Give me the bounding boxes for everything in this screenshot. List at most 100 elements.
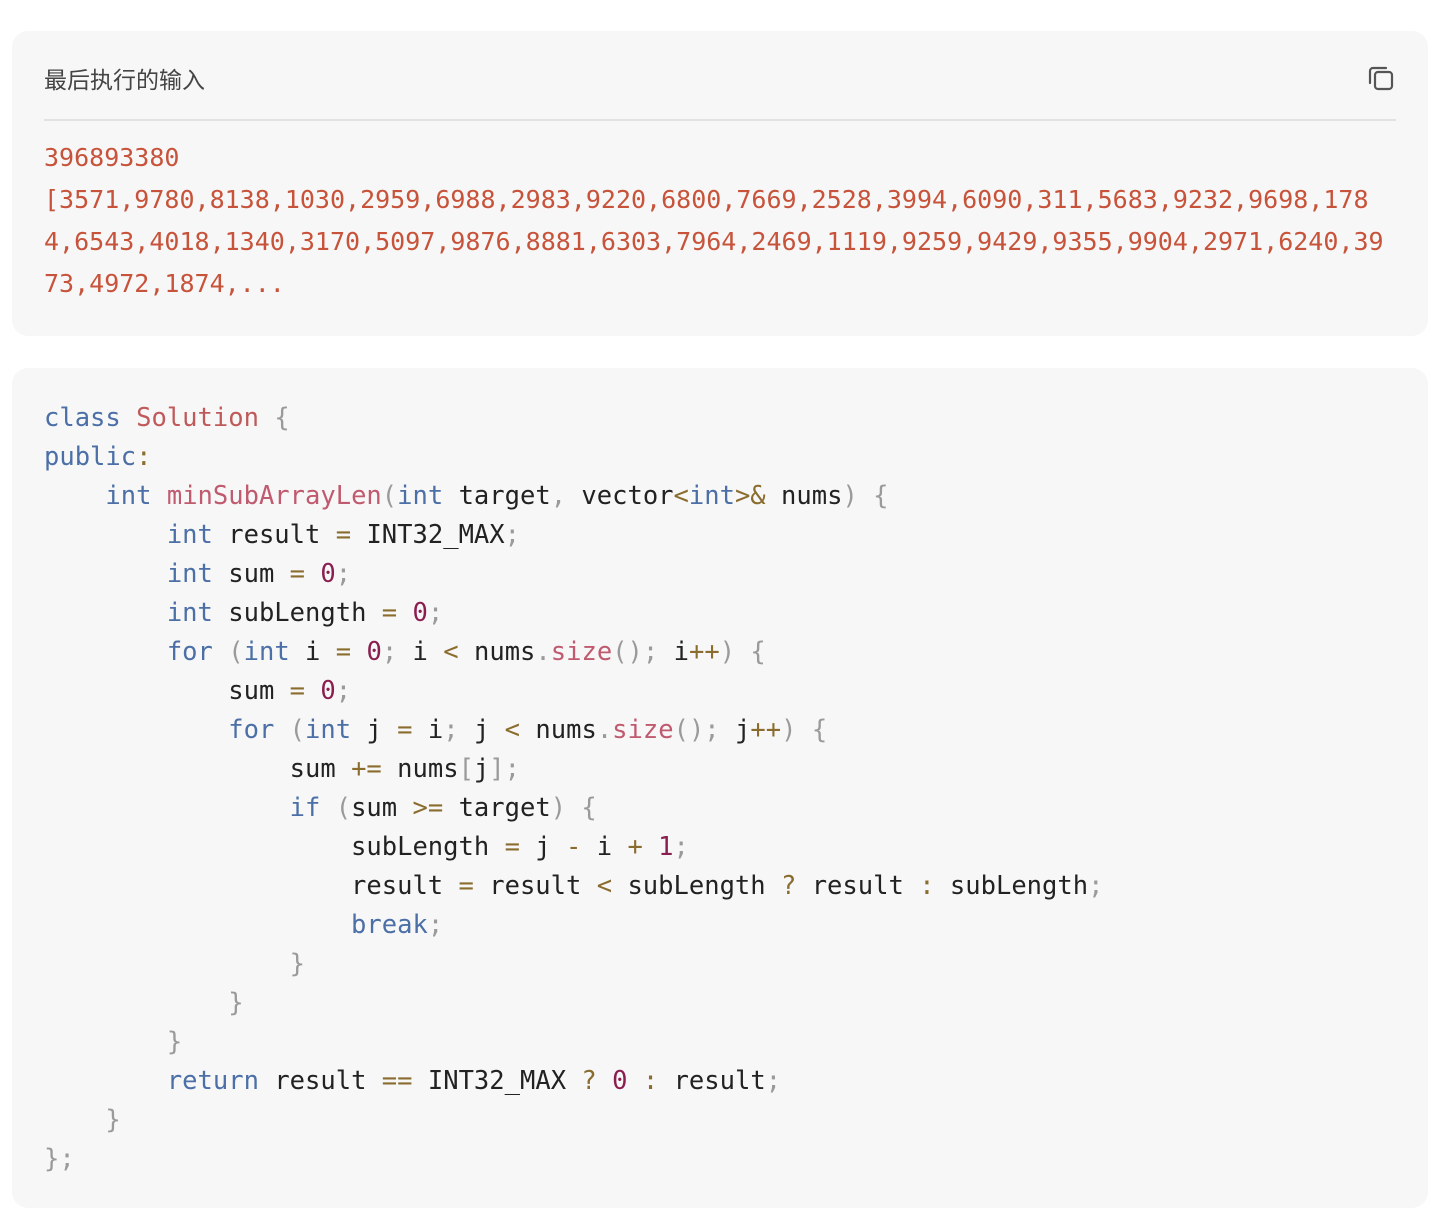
code-token: result	[351, 871, 444, 901]
code-token	[382, 754, 397, 784]
code-line: }	[44, 1101, 1103, 1140]
code-token	[213, 520, 228, 550]
code-token: <	[596, 871, 613, 901]
code-token	[459, 715, 474, 745]
code-token	[213, 637, 228, 667]
code-token: for	[228, 715, 275, 745]
code-token: public	[44, 442, 137, 472]
code-token: =	[335, 637, 352, 667]
code-token	[366, 1066, 381, 1096]
code-token: (	[335, 793, 352, 823]
code-token: ==	[381, 1066, 413, 1096]
code-token: 1	[658, 832, 674, 862]
code-token: )	[781, 715, 797, 745]
code-token	[658, 637, 673, 667]
code-token: result	[673, 1066, 766, 1096]
code-token: nums	[473, 637, 536, 667]
code-token: nums	[535, 715, 597, 745]
code-line: sum += nums[j];	[44, 750, 1103, 789]
code-token	[44, 832, 351, 862]
code-token: size	[550, 637, 613, 667]
code-token	[474, 871, 489, 901]
code-token	[551, 832, 566, 862]
code-token: ();	[612, 637, 659, 667]
code-token	[320, 637, 335, 667]
code-token: =	[289, 559, 306, 589]
code-token	[351, 637, 366, 667]
code-token	[459, 637, 474, 667]
code-token: size	[612, 715, 674, 745]
code-token: int	[243, 637, 290, 667]
code-token: minSubArrayLen	[166, 481, 382, 511]
code-token: +=	[351, 754, 382, 784]
code-token: ;	[427, 598, 444, 628]
code-token: ;	[335, 559, 352, 589]
code-token: j	[735, 715, 751, 745]
code-token: subLength	[351, 832, 490, 862]
code-token: =	[504, 832, 520, 862]
code-token: >=	[412, 793, 444, 823]
code-token: ;	[427, 910, 444, 940]
code-token: result	[228, 520, 321, 550]
code-token: INT32_MAX	[427, 1066, 567, 1096]
code-token: ;	[504, 520, 520, 550]
code-token	[290, 637, 305, 667]
code-token: =	[289, 676, 306, 706]
code-token: int	[397, 481, 444, 511]
code-token: (	[228, 637, 244, 667]
code-token	[336, 754, 351, 784]
code-token: int	[166, 520, 213, 550]
code-token: int	[105, 481, 152, 511]
code-token: int	[305, 715, 352, 745]
code-token	[397, 598, 412, 628]
code-token	[520, 832, 535, 862]
code-token	[44, 910, 351, 940]
code-token: :	[136, 442, 152, 472]
code-token	[766, 481, 781, 511]
code-token: j	[535, 832, 551, 862]
code-token	[766, 871, 781, 901]
code-line: }	[44, 1023, 1103, 1062]
code-token	[44, 793, 290, 823]
code-token	[44, 715, 228, 745]
code-token: )	[719, 637, 736, 667]
code-token: vector	[581, 481, 674, 511]
code-token	[627, 1066, 642, 1096]
code-token	[44, 598, 167, 628]
code-token	[796, 871, 811, 901]
code-token: {	[750, 637, 766, 667]
code-token: 0	[612, 1066, 628, 1096]
code-token	[597, 1066, 612, 1096]
code-token	[44, 1105, 105, 1135]
code-token	[259, 1066, 274, 1096]
code-token	[720, 715, 735, 745]
code-token	[520, 715, 535, 745]
code-token	[904, 871, 919, 901]
code-token: .	[596, 715, 613, 745]
code-token: +	[627, 832, 643, 862]
code-token: target	[458, 793, 551, 823]
code-token	[581, 871, 596, 901]
code-token: break	[351, 910, 428, 940]
code-token: sum	[228, 676, 275, 706]
input-panel-title: 最后执行的输入	[44, 68, 205, 94]
code-token: subLength	[627, 871, 766, 901]
copy-button[interactable]	[1366, 63, 1396, 93]
code-token: ++	[688, 637, 720, 667]
code-token: subLength	[949, 871, 1089, 901]
input-nums-array: [3571,9780,8138,1030,2959,6988,2983,9220…	[44, 185, 1384, 298]
code-token	[44, 1027, 167, 1057]
code-token	[566, 793, 581, 823]
code-token	[397, 793, 412, 823]
code-token	[274, 559, 289, 589]
code-token	[151, 481, 166, 511]
code-token	[443, 871, 458, 901]
code-token	[382, 715, 397, 745]
code-token: j	[473, 715, 490, 745]
code-token	[44, 949, 290, 979]
code-token	[858, 481, 873, 511]
code-token: {	[274, 403, 290, 433]
code-token	[44, 1066, 167, 1096]
code-token: (	[381, 481, 398, 511]
code-token	[443, 793, 458, 823]
